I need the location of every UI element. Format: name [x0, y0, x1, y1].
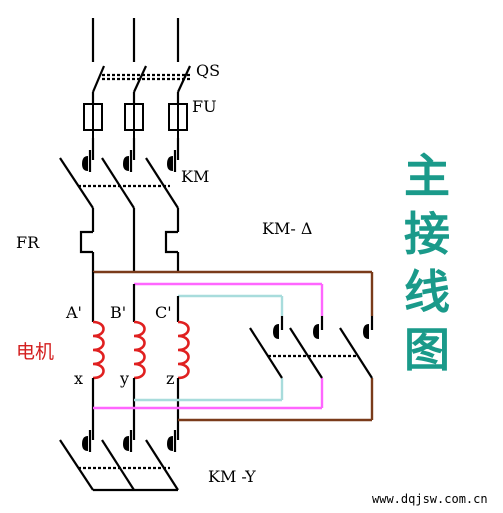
fr-label: FR	[16, 233, 40, 252]
website-watermark: www.dqjsw.com.cn	[372, 492, 488, 506]
terminal-a-prime: A'	[65, 303, 82, 322]
delta-cyan-wire-top	[178, 294, 284, 316]
fu-label: FU	[192, 97, 217, 116]
fr-thermal-relay	[79, 208, 180, 272]
delta-brown-wire-top	[93, 270, 374, 316]
delta-magenta-wire-bottom	[93, 378, 324, 410]
km-delta-contactor	[249, 316, 374, 379]
km-y-label: KM -Y	[208, 467, 256, 486]
fu-fuses	[83, 96, 188, 138]
terminal-z: z	[166, 369, 174, 388]
wire-to-coils	[91, 272, 180, 322]
delta-cyan-wire-bottom	[134, 378, 284, 402]
km-label: KM	[181, 167, 209, 186]
qs-disconnect-switch	[91, 65, 192, 104]
qs-label: QS	[196, 61, 220, 80]
km-contactor	[59, 150, 179, 209]
wire-fu-km	[91, 138, 180, 160]
title-char-1: 主	[404, 149, 450, 203]
delta-brown-wire-bottom	[178, 378, 374, 422]
supply-lines	[91, 18, 180, 62]
title-char-2: 接	[404, 207, 450, 261]
km-y-contactor	[59, 430, 179, 492]
terminal-x: x	[74, 369, 83, 388]
km-delta-label: KM- Δ	[262, 219, 312, 238]
motor-coils	[92, 320, 190, 380]
title-char-4: 图	[404, 323, 450, 377]
motor-label: 电机	[16, 341, 54, 363]
title-char-3: 线	[404, 265, 450, 319]
terminal-c-prime: C'	[155, 303, 172, 322]
terminal-y: y	[119, 369, 129, 388]
terminal-b-prime: B'	[110, 303, 126, 322]
delta-magenta-wire-top	[134, 282, 324, 316]
